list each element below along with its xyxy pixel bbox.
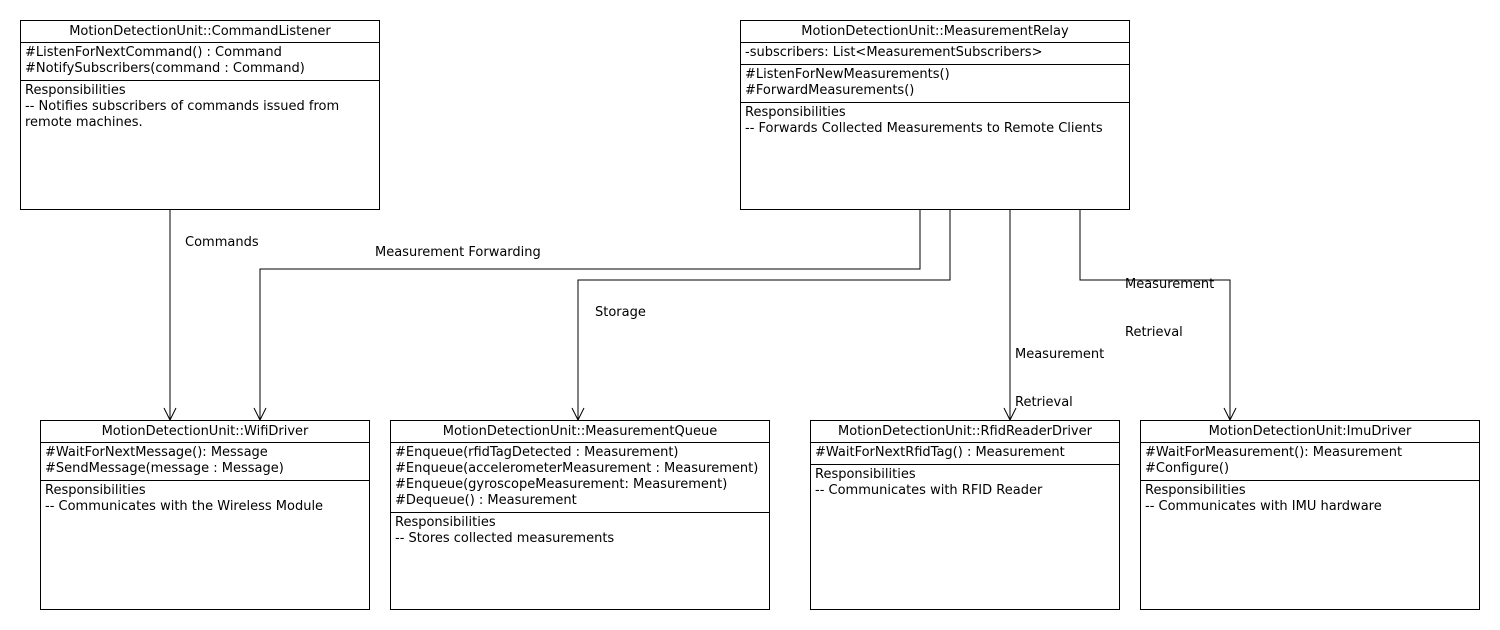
operation: #NotifySubscribers(command : Command) — [25, 61, 305, 76]
imu-retrieval-label-line: Measurement — [1125, 277, 1215, 292]
class-name: MotionDetectionUnit::CommandListener — [21, 21, 379, 43]
rfid-retrieval-label: Measurement Retrieval — [1015, 315, 1104, 427]
responsibility: -- Stores collected measurements — [395, 531, 615, 546]
responsibilities-title: Responsibilities — [45, 483, 146, 498]
responsibilities-title: Responsibilities — [25, 83, 126, 98]
responsibilities-title: Responsibilities — [1145, 483, 1246, 498]
responsibilities-compartment: Responsibilities -- Communicates with RF… — [811, 465, 1119, 502]
class-measurement-queue: MotionDetectionUnit::MeasurementQueue #E… — [390, 420, 770, 610]
responsibility: -- Forwards Collected Measurements to Re… — [745, 121, 1103, 136]
responsibilities-compartment: Responsibilities -- Stores collected mea… — [391, 513, 769, 550]
responsibility: -- Communicates with the Wireless Module — [45, 499, 324, 514]
imu-retrieval-label-line: Retrieval — [1125, 325, 1183, 340]
commands-label: Commands — [185, 235, 259, 250]
operation: #WaitForNextRfidTag() : Measurement — [815, 445, 1065, 460]
class-name: MotionDetectionUnit::WifiDriver — [41, 421, 369, 443]
storage-label: Storage — [595, 305, 646, 320]
measurement-forwarding-label: Measurement Forwarding — [375, 245, 541, 260]
responsibilities-compartment: Responsibilities -- Communicates with th… — [41, 481, 369, 518]
operations-compartment: #WaitForMeasurement(): Measurement #Conf… — [1141, 443, 1479, 481]
class-measurement-relay: MotionDetectionUnit::MeasurementRelay -s… — [740, 20, 1130, 210]
class-rfid-reader-driver: MotionDetectionUnit::RfidReaderDriver #W… — [810, 420, 1120, 610]
responsibilities-compartment: Responsibilities -- Forwards Collected M… — [741, 103, 1129, 140]
operation: #ListenForNextCommand() : Command — [25, 45, 282, 60]
class-name: MotionDetectionUnit::RfidReaderDriver — [811, 421, 1119, 443]
operation: #SendMessage(message : Message) — [45, 461, 284, 476]
responsibilities-title: Responsibilities — [815, 467, 916, 482]
class-command-listener: MotionDetectionUnit::CommandListener #Li… — [20, 20, 380, 210]
class-name: MotionDetectionUnit::MeasurementQueue — [391, 421, 769, 443]
rfid-retrieval-label-line: Retrieval — [1015, 395, 1073, 410]
responsibilities-compartment: Responsibilities -- Communicates with IM… — [1141, 481, 1479, 518]
operation: #WaitForMeasurement(): Measurement — [1145, 445, 1403, 460]
responsibilities-compartment: Responsibilities -- Notifies subscribers… — [21, 81, 379, 134]
operation: #Enqueue(gyroscopeMeasurement: Measureme… — [395, 477, 728, 492]
storage-association-line — [577, 209, 951, 420]
measurement-forwarding-line — [259, 209, 921, 420]
operation: #ForwardMeasurements() — [745, 83, 915, 98]
operation: #Enqueue(rfidTagDetected : Measurement) — [395, 445, 679, 460]
class-wifi-driver: MotionDetectionUnit::WifiDriver #WaitFor… — [40, 420, 370, 610]
operation: #Configure() — [1145, 461, 1230, 476]
responsibility: -- Communicates with RFID Reader — [815, 483, 1043, 498]
responsibility: -- Notifies subscribers of commands issu… — [25, 99, 340, 130]
operation: #Enqueue(accelerometerMeasurement : Meas… — [395, 461, 759, 476]
class-name: MotionDetectionUnit::MeasurementRelay — [741, 21, 1129, 43]
operation: #ListenForNewMeasurements() — [745, 67, 950, 82]
class-name: MotionDetectionUnit:ImuDriver — [1141, 421, 1479, 443]
operations-compartment: #WaitForNextRfidTag() : Measurement — [811, 443, 1119, 465]
class-imu-driver: MotionDetectionUnit:ImuDriver #WaitForMe… — [1140, 420, 1480, 610]
responsibility: -- Communicates with IMU hardware — [1145, 499, 1382, 514]
attribute: -subscribers: List<MeasurementSubscriber… — [745, 45, 1043, 60]
attributes-compartment: -subscribers: List<MeasurementSubscriber… — [741, 43, 1129, 65]
responsibilities-title: Responsibilities — [745, 105, 846, 120]
operations-compartment: #ListenForNextCommand() : Command #Notif… — [21, 43, 379, 81]
imu-retrieval-line — [1079, 209, 1231, 420]
operations-compartment: #WaitForNextMessage(): Message #SendMess… — [41, 443, 369, 481]
imu-retrieval-label: Measurement Retrieval — [1125, 245, 1214, 357]
operation: #Dequeue() : Measurement — [395, 493, 577, 508]
operations-compartment: #ListenForNewMeasurements() #ForwardMeas… — [741, 65, 1129, 103]
operations-compartment: #Enqueue(rfidTagDetected : Measurement) … — [391, 443, 769, 513]
operation: #WaitForNextMessage(): Message — [45, 445, 268, 460]
responsibilities-title: Responsibilities — [395, 515, 496, 530]
rfid-retrieval-label-line: Measurement — [1015, 347, 1105, 362]
